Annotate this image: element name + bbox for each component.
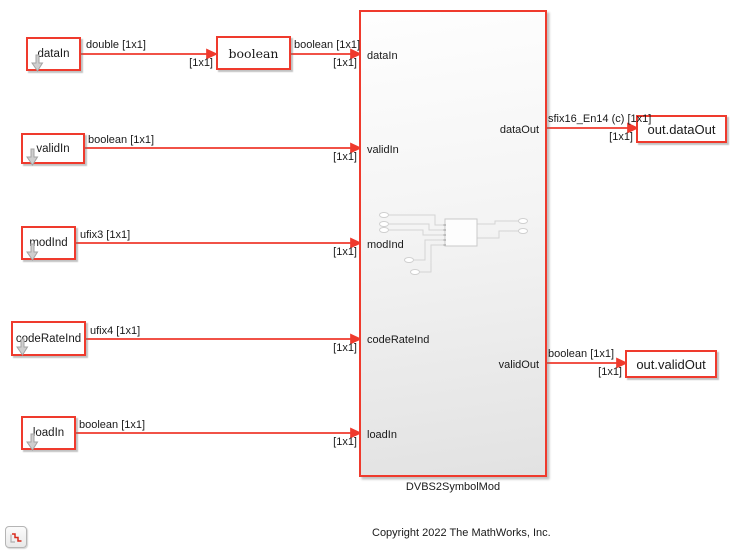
inport-label: dataIn (37, 48, 70, 60)
data-type-conversion-block[interactable]: boolean (216, 36, 291, 70)
inport-block-modInd[interactable]: modInd (21, 226, 76, 261)
down-arrow-icon (15, 338, 30, 362)
subsystem-port-dataOut: dataOut (499, 124, 539, 136)
signal-type-label: ufix3 [1x1] (80, 229, 131, 241)
inport-label: loadIn (32, 427, 65, 439)
sample-time-badge-button[interactable] (5, 526, 27, 548)
wire-boolean-to-subsystem[interactable] (291, 48, 363, 60)
down-arrow-icon (30, 54, 45, 78)
signal-dim-label: [1x1] (333, 57, 357, 69)
inport-label: codeRateInd (15, 332, 82, 345)
outport-label: out.dataOut (647, 121, 716, 137)
inport-block-loadIn[interactable]: loadIn (21, 416, 76, 451)
signal-type-label: boolean [1x1] (294, 39, 361, 51)
subsystem-port-loadIn: loadIn (367, 429, 397, 441)
signal-type-label: boolean [1x1] (548, 348, 615, 360)
outport-block-dataOut[interactable]: out.dataOut (636, 115, 727, 143)
inport-label: modInd (29, 237, 68, 249)
signal-dim-label: [1x1] (609, 131, 633, 143)
signal-dim-label: [1x1] (598, 366, 622, 378)
subsystem-port-codeRateInd: codeRateInd (367, 334, 430, 346)
signal-type-label: sfix16_En14 (c) [1x1] (548, 113, 652, 125)
inport-label: validIn (36, 142, 70, 155)
wire-validIn-to-subsystem[interactable] (85, 142, 363, 154)
copyright-annotation: Copyright 2022 The MathWorks, Inc. (372, 527, 551, 539)
down-arrow-icon (25, 433, 40, 457)
outport-block-validOut[interactable]: out.validOut (625, 350, 717, 378)
inport-block-dataIn[interactable]: dataIn (26, 37, 81, 72)
down-arrow-icon (25, 243, 40, 267)
wire-codeRateInd-to-subsystem[interactable] (86, 333, 363, 345)
signal-dim-label: [1x1] (333, 246, 357, 258)
signal-type-label: double [1x1] (86, 39, 146, 51)
inport-block-codeRateInd[interactable]: codeRateInd (11, 321, 86, 356)
signal-dim-label: [1x1] (333, 436, 357, 448)
subsystem-preview-watermark (379, 212, 528, 275)
signal-type-label: boolean [1x1] (88, 134, 155, 146)
subsystem-port-modInd: modInd (367, 239, 404, 251)
signal-type-label: ufix4 [1x1] (90, 325, 141, 337)
inport-block-validIn[interactable]: validIn (21, 133, 85, 166)
signal-dim-label: [1x1] (333, 342, 357, 354)
subsystem-port-validOut: validOut (498, 359, 539, 371)
signal-dim-label: [1x1] (189, 57, 213, 69)
wire-dataOut-to-outport[interactable] (547, 122, 640, 134)
wire-dataIn-to-boolean[interactable] (81, 48, 219, 60)
wire-loadIn-to-subsystem[interactable] (76, 427, 363, 439)
wire-modInd-to-subsystem[interactable] (76, 237, 363, 249)
subsystem-name-label: DVBS2SymbolMod (405, 481, 501, 493)
outport-label: out.validOut (636, 356, 706, 372)
down-arrow-icon (25, 148, 40, 172)
signal-dim-label: [1x1] (333, 151, 357, 163)
subsystem-block-DVBS2SymbolMod[interactable]: dataIn validIn modInd codeRateInd loadIn… (359, 10, 547, 477)
subsystem-port-dataIn: dataIn (367, 50, 398, 62)
conversion-label: boolean (228, 45, 279, 61)
wire-validOut-to-outport[interactable] (547, 357, 629, 369)
step-waveform-icon (10, 533, 22, 543)
signal-type-label: boolean [1x1] (79, 419, 146, 431)
subsystem-port-validIn: validIn (367, 144, 399, 156)
